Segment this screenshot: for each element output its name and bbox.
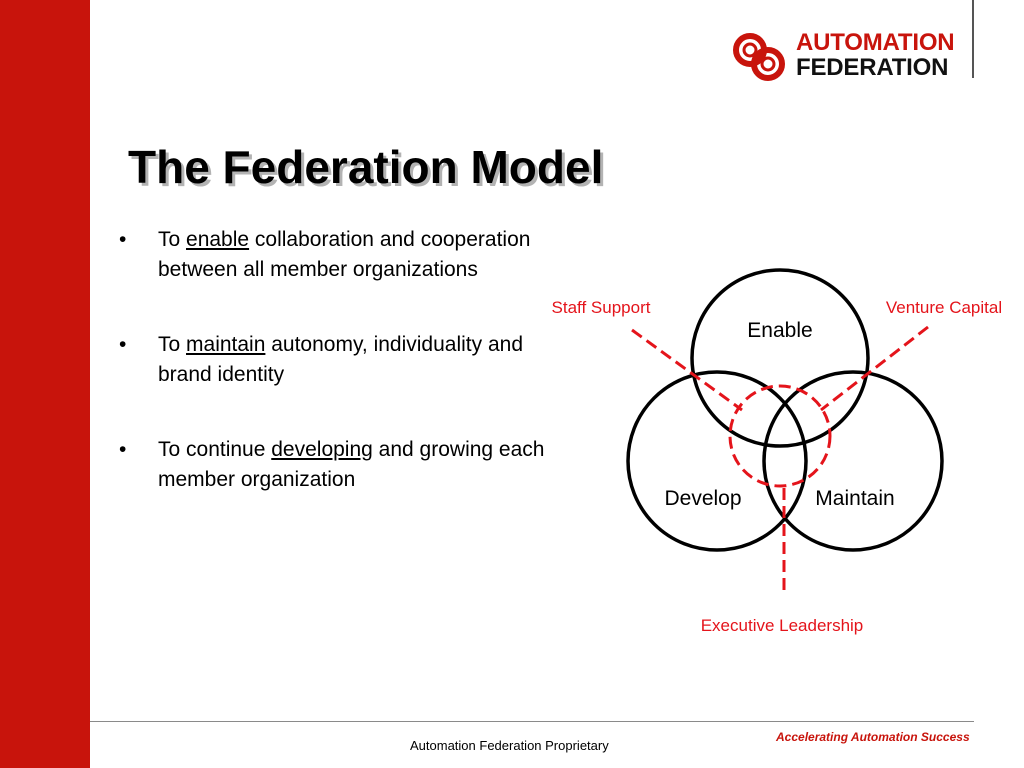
develop-label: Develop — [664, 487, 741, 510]
footer-tagline: Accelerating Automation Success — [776, 730, 970, 744]
bullet-text: To continue — [158, 438, 272, 461]
staff-connector — [631, 328, 743, 412]
footer-proprietary-text: Automation Federation Proprietary — [410, 738, 609, 753]
develop-circle — [626, 370, 808, 552]
enable-circle — [690, 268, 870, 448]
federation-venn-diagram: Enable Develop Maintain Staff Support Ve… — [552, 268, 1002, 635]
logo-line-2: FEDERATION — [796, 54, 949, 81]
bullet-keyword: enable — [186, 228, 250, 251]
venture-capital-label: Venture Capital — [886, 298, 1002, 317]
bullet-maintain: To maintain autonomy, individuality and … — [114, 330, 574, 390]
automation-federation-logo: AUTOMATION FEDERATION — [730, 30, 970, 86]
maintain-circle — [762, 370, 944, 552]
bullet-keyword: developing — [271, 438, 373, 461]
footer-divider — [90, 721, 974, 722]
core-dashed-circle — [728, 384, 832, 488]
bullet-text: To — [158, 228, 187, 251]
executive-leadership-label: Executive Leadership — [701, 616, 864, 635]
staff-support-label: Staff Support — [552, 298, 651, 317]
bullet-develop: To continue developing and growing each … — [114, 435, 574, 495]
bullet-text: collaboration and cooperation between al… — [158, 228, 537, 281]
chain-link-logo-icon — [733, 33, 785, 81]
maintain-label: Maintain — [815, 487, 894, 510]
bullet-text: To — [158, 333, 187, 356]
logo-divider — [972, 0, 974, 78]
left-accent-bar — [0, 0, 90, 768]
bullet-enable: To enable collaboration and cooperation … — [114, 225, 574, 285]
bullet-text: and growing each member organization — [158, 438, 551, 491]
slide-title: The Federation Model — [128, 141, 604, 193]
bullet-list: To enable collaboration and cooperation … — [114, 225, 574, 540]
bullet-text: autonomy, individuality and brand identi… — [158, 333, 529, 386]
venture-connector — [820, 325, 929, 412]
bullet-keyword: maintain — [186, 333, 266, 356]
enable-label: Enable — [747, 319, 812, 342]
logo-line-1: AUTOMATION — [796, 29, 955, 56]
